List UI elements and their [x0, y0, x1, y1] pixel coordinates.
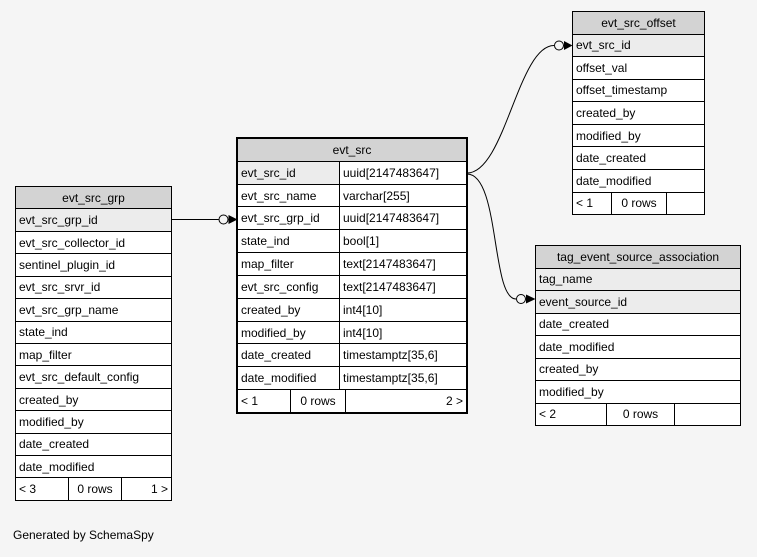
cardinality-circle-icon: [516, 294, 526, 304]
footer-prev: < 1: [241, 394, 259, 409]
column-map_filter: map_filter text[2147483647]: [238, 252, 466, 275]
column-type: int4[10]: [343, 302, 383, 317]
footer-prev: < 1: [576, 196, 594, 211]
column-date_created: date_created: [16, 432, 171, 455]
column-name: date_modified: [238, 367, 340, 390]
column-evt_src_grp_id: evt_src_grp_id uuid[2147483647]: [238, 206, 466, 230]
column-sentinel_plugin_id: sentinel_plugin_id: [16, 253, 171, 275]
column-evt_src_name: evt_src_name varchar[255]: [238, 183, 466, 207]
table-evt_src_offset[interactable]: evt_src_offset evt_src_id offset_val off…: [572, 11, 705, 215]
column-modified_by: modified_by: [16, 410, 171, 432]
table-evt_src_grp[interactable]: evt_src_grp evt_src_grp_id evt_src_colle…: [15, 186, 172, 501]
column-date_created: date_created: [536, 312, 740, 336]
column-name: evt_src_id: [238, 161, 340, 184]
column-date_modified: date_modified: [573, 168, 704, 192]
table-header[interactable]: evt_src_grp: [16, 187, 171, 209]
footer-rowcount: 0 rows: [606, 403, 674, 425]
column-created_by: created_by: [536, 357, 740, 381]
table-header[interactable]: evt_src_offset: [573, 12, 704, 34]
column-map_filter: map_filter: [16, 342, 171, 365]
column-modified_by: modified_by int4[10]: [238, 320, 466, 344]
table-footer: < 2 0 rows: [536, 402, 740, 425]
column-evt_src_srvr_id: evt_src_srvr_id: [16, 275, 171, 298]
cardinality-circle-icon: [218, 214, 229, 225]
footer-next: [674, 403, 740, 425]
table-header[interactable]: evt_src: [238, 139, 466, 161]
column-type: timestamptz[35,6]: [343, 348, 438, 363]
column-type: uuid[2147483647]: [343, 211, 440, 226]
column-tag_name: tag_name: [536, 267, 740, 290]
column-evt_src_config: evt_src_config text[2147483647]: [238, 274, 466, 298]
connector-evt_src-to-evt_src_offset: [466, 45, 555, 174]
column-evt_src_id: evt_src_id: [573, 33, 704, 57]
footer-next: [666, 192, 704, 215]
column-date_modified: date_modified timestamptz[35,6]: [238, 366, 466, 390]
column-name: map_filter: [238, 253, 340, 275]
footer-prev: < 2: [539, 407, 557, 422]
column-created_by: created_by int4[10]: [238, 297, 466, 321]
column-name: evt_src_name: [238, 184, 340, 207]
generator-credit: Generated by SchemaSpy: [13, 528, 154, 542]
column-date_modified: date_modified: [536, 335, 740, 358]
column-type: bool[1]: [343, 234, 380, 249]
table-footer: < 3 0 rows 1 >: [16, 477, 171, 500]
column-name: state_ind: [238, 230, 340, 253]
column-date_modified: date_modified: [16, 455, 171, 477]
footer-next: 1 >: [121, 478, 171, 500]
column-name: evt_src_grp_id: [238, 207, 340, 230]
column-event_source_id: event_source_id: [536, 290, 740, 313]
column-state_ind: state_ind bool[1]: [238, 229, 466, 253]
column-date_created: date_created: [573, 146, 704, 169]
footer-next: 2 >: [345, 390, 466, 412]
column-type: text[2147483647]: [343, 257, 436, 272]
column-evt_src_id: evt_src_id uuid[2147483647]: [238, 160, 466, 184]
column-name: created_by: [238, 298, 340, 321]
table-footer: < 1 0 rows 2 >: [238, 389, 466, 412]
column-created_by: created_by: [16, 387, 171, 410]
footer-prev: < 3: [19, 482, 37, 497]
table-header[interactable]: tag_event_source_association: [536, 246, 740, 268]
cardinality-circle-icon: [554, 40, 564, 51]
column-type: int4[10]: [343, 325, 383, 340]
column-type: varchar[255]: [343, 188, 410, 203]
column-evt_src_grp_id: evt_src_grp_id: [16, 208, 171, 231]
column-type: uuid[2147483647]: [343, 165, 440, 180]
column-modified_by: modified_by: [573, 123, 704, 147]
column-name: date_created: [238, 344, 340, 367]
column-modified_by: modified_by: [536, 380, 740, 403]
footer-rowcount: 0 rows: [611, 192, 666, 215]
column-type: timestamptz[35,6]: [343, 371, 438, 386]
column-evt_src_grp_name: evt_src_grp_name: [16, 298, 171, 320]
column-created_by: created_by: [573, 101, 704, 124]
table-footer: < 1 0 rows: [573, 191, 704, 215]
column-name: evt_src_config: [238, 275, 340, 298]
connector-evt_src-to-tag_event_source_association: [466, 173, 517, 300]
column-evt_src_collector_id: evt_src_collector_id: [16, 230, 171, 253]
column-evt_src_default_config: evt_src_default_config: [16, 365, 171, 387]
table-tag_event_source_association[interactable]: tag_event_source_association tag_name ev…: [535, 245, 741, 426]
column-state_ind: state_ind: [16, 320, 171, 343]
column-offset_timestamp: offset_timestamp: [573, 78, 704, 102]
footer-rowcount: 0 rows: [68, 478, 121, 500]
footer-rowcount: 0 rows: [290, 390, 345, 412]
column-offset_val: offset_val: [573, 56, 704, 79]
column-date_created: date_created timestamptz[35,6]: [238, 343, 466, 367]
table-evt_src[interactable]: evt_src evt_src_id uuid[2147483647] evt_…: [236, 137, 468, 414]
column-name: modified_by: [238, 321, 340, 344]
column-type: text[2147483647]: [343, 279, 436, 294]
